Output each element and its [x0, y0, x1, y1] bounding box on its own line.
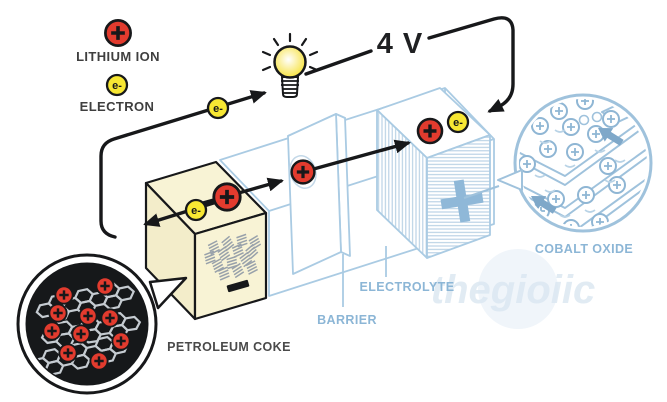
- cathode-label: COBALT OXIDE: [535, 242, 633, 256]
- lithium-ion-icon: [48, 303, 68, 323]
- anode-minus-terminal: [226, 279, 250, 293]
- lithium-ion-label: LITHIUM ION: [76, 49, 160, 64]
- bulb-rays: [261, 32, 319, 72]
- electron-icon: [184, 198, 208, 222]
- lithium-ion-icon: [42, 321, 62, 341]
- lithium-ion-icon: [211, 181, 243, 213]
- voltage-label: 4 V: [377, 28, 424, 60]
- electrolyte-label: ELECTROLYTE: [360, 280, 455, 294]
- oxide-ions: [519, 99, 626, 227]
- electron-label: ELECTRON: [80, 99, 155, 114]
- anode-box: [144, 160, 268, 321]
- electrolyte-front-edges: [268, 139, 495, 297]
- bulb-globe: [273, 45, 307, 79]
- magnifier-tail: [497, 169, 523, 191]
- lithium-ion-icon: [416, 117, 444, 145]
- lithium-ion-icon: [95, 276, 115, 296]
- lithium-ion-icon: [71, 324, 91, 344]
- lithium-ion-icon: [103, 18, 133, 48]
- barrier-label: BARRIER: [317, 313, 377, 327]
- lithium-ion-icon: [78, 306, 98, 326]
- magnifier-tail: [148, 276, 188, 310]
- lithium-ion-icon: [89, 351, 109, 371]
- electron-icon: [446, 110, 470, 134]
- lithium-ion-icon: [111, 331, 131, 351]
- watermark-globe: [478, 249, 558, 329]
- petroleum-coke-magnifier: [16, 253, 188, 395]
- electron-icon: [206, 96, 230, 120]
- light-bulb-icon: [261, 32, 319, 98]
- bulb-base: [280, 76, 300, 98]
- cobalt-leader-line: [463, 185, 500, 199]
- cobalt-oxide-magnifier: [463, 93, 653, 233]
- watermark-text: thegioiic: [431, 268, 595, 312]
- cathode-plus-terminal: [440, 179, 484, 223]
- circuit-wire-right: [427, 16, 515, 113]
- legend: LITHIUM ION ELECTRON: [76, 18, 160, 114]
- lithium-ion-icon: [100, 308, 120, 328]
- lithium-ion-icon: [58, 343, 78, 363]
- bulb-base-ridges: [281, 80, 299, 94]
- anode-label: PETROLEUM COKE: [167, 340, 291, 354]
- ion-flow-arrow-2: [308, 139, 411, 172]
- lithium-ion-icon: [289, 158, 317, 186]
- barrier-front-face: [287, 113, 342, 275]
- cathode-box: [376, 87, 491, 259]
- watermark: thegioiic: [431, 249, 595, 329]
- circuit-wire-left: [99, 90, 267, 239]
- lithium-ion-icon: [54, 285, 74, 305]
- anode-front-face: [193, 211, 268, 321]
- barrier-slab: [287, 113, 351, 275]
- electron-icon: [105, 73, 129, 97]
